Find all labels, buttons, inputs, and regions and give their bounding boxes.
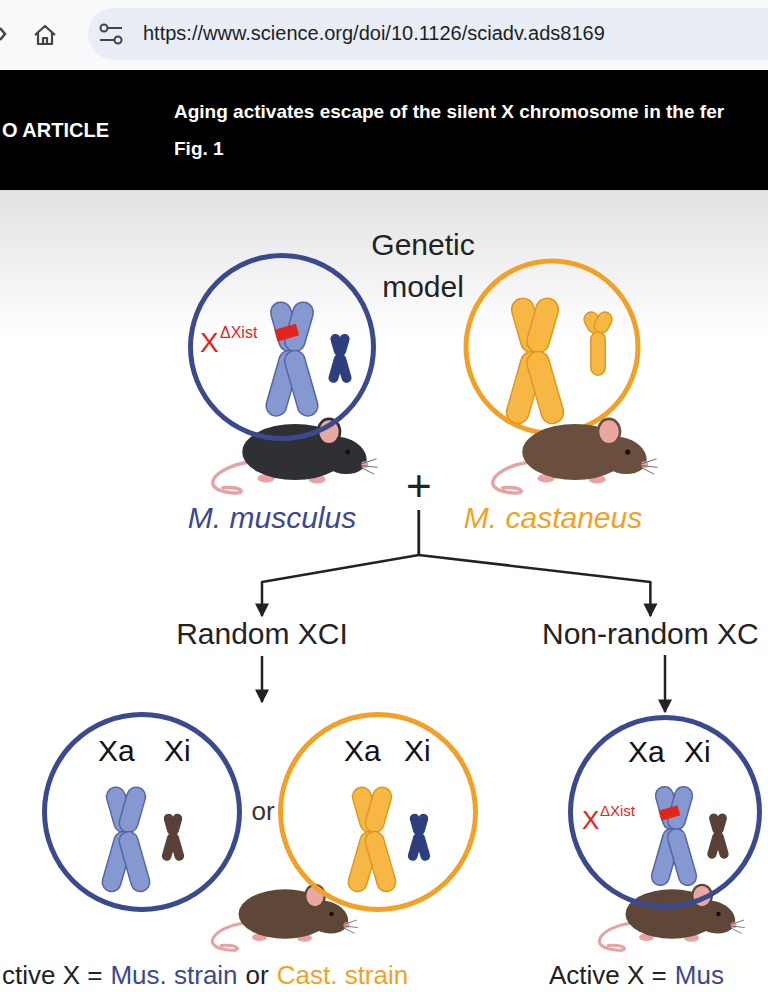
chromosome-arm bbox=[524, 349, 566, 426]
chromosome-arm bbox=[117, 785, 148, 835]
branch-label: Non-random XC bbox=[542, 619, 759, 649]
home-icon bbox=[35, 26, 55, 44]
header-fade bbox=[0, 190, 768, 340]
site-settings-icon bbox=[115, 37, 122, 44]
circle-outline bbox=[571, 718, 760, 907]
connector-arrow bbox=[664, 655, 667, 712]
genotype-circle: Xa Xi bbox=[278, 712, 478, 912]
xist-deletion-band bbox=[274, 324, 299, 342]
x-chromosome bbox=[162, 813, 185, 860]
mouse-figure bbox=[493, 419, 658, 493]
mouse-eye bbox=[345, 449, 350, 454]
mouse-figure bbox=[213, 419, 378, 493]
chromosome-arm bbox=[415, 833, 430, 861]
allele-label: ΔXist bbox=[600, 803, 635, 818]
x-chromosome bbox=[100, 785, 152, 894]
figure-number: Fig. 1 bbox=[174, 139, 224, 158]
section-tab: O ARTICLE bbox=[2, 120, 109, 140]
chromosome-state-label: Xa bbox=[344, 736, 381, 766]
chromosome-arm bbox=[169, 833, 184, 861]
mouse-tail bbox=[599, 923, 630, 950]
caption-text: Active X = bbox=[549, 962, 667, 988]
chromosome-arm bbox=[117, 829, 152, 893]
article-header-bar bbox=[0, 70, 768, 190]
chromosome-arm bbox=[169, 813, 182, 835]
xist-deletion-band bbox=[659, 805, 681, 820]
chromosome-arm bbox=[591, 332, 605, 375]
chromosome-state-label: Xa bbox=[628, 737, 665, 767]
mouse-whiskers bbox=[360, 459, 377, 474]
x-chromosome bbox=[504, 296, 566, 427]
mouse-whiskers bbox=[343, 920, 358, 934]
plus-sign: + bbox=[406, 464, 432, 508]
or-text: or bbox=[251, 798, 274, 824]
chromosome-arm bbox=[336, 354, 352, 383]
genotype-circle: XΔXist bbox=[188, 253, 376, 441]
mouse-eye bbox=[329, 912, 334, 917]
x-chromosome bbox=[264, 300, 321, 419]
caption-text: or bbox=[246, 962, 269, 988]
mouse-eye bbox=[716, 912, 721, 917]
chromosome-arm bbox=[336, 334, 350, 357]
mouse-whiskers bbox=[730, 920, 745, 934]
mouse-eye bbox=[625, 449, 630, 454]
circle-outline bbox=[281, 715, 476, 910]
chromosome-arm bbox=[282, 348, 320, 418]
circle-outline bbox=[45, 715, 240, 910]
mouse-ear bbox=[598, 419, 620, 445]
chromosome-arm bbox=[524, 296, 561, 355]
chromosome-arm bbox=[666, 827, 699, 888]
mouse-whiskers bbox=[640, 459, 657, 474]
caption-strain: Mus. strain bbox=[110, 962, 237, 988]
chromosome-state-label: Xi bbox=[684, 737, 711, 767]
caption-strain: Mus bbox=[675, 962, 724, 988]
species-label: M. castaneus bbox=[464, 503, 642, 533]
allele-label: X bbox=[582, 807, 599, 833]
site-settings-icon bbox=[101, 25, 108, 32]
chromosome-state-label: Xi bbox=[164, 736, 191, 766]
article-title: Aging activates escape of the silent X c… bbox=[174, 102, 724, 121]
caption-text: ctive X = bbox=[2, 962, 102, 988]
branch-label: Random XCI bbox=[176, 619, 348, 649]
chromosome-arm bbox=[714, 832, 729, 859]
chromosome-arm bbox=[714, 813, 727, 834]
x-chromosome bbox=[346, 785, 398, 894]
y-chromosome bbox=[582, 310, 615, 376]
circle-outline bbox=[191, 256, 374, 439]
chromosome-state-label: Xi bbox=[404, 736, 431, 766]
branch-label: Non-random XC bbox=[542, 619, 759, 649]
address-pill bbox=[88, 8, 768, 60]
site-settings-icon bbox=[100, 28, 122, 40]
x-chromosome bbox=[408, 813, 431, 860]
down-arrow bbox=[261, 656, 264, 702]
chromosome-state-label: Xa bbox=[98, 736, 135, 766]
x-chromosome bbox=[649, 785, 698, 888]
mouse-figure bbox=[212, 885, 357, 950]
allele-label: X bbox=[200, 329, 219, 357]
url-text: https://www.science.org/doi/10.1126/scia… bbox=[143, 23, 605, 43]
plus-sign: + bbox=[406, 464, 432, 508]
parent-circle bbox=[466, 261, 638, 433]
mouse-tail bbox=[212, 923, 243, 950]
mouse-tail bbox=[493, 462, 529, 493]
genotype-circle: Xa XiXΔXist bbox=[568, 715, 762, 909]
mouse-tail bbox=[213, 462, 249, 493]
x-chromosome bbox=[707, 813, 729, 858]
species-label: M. musculus bbox=[188, 503, 356, 533]
circle-outline-svg bbox=[42, 712, 242, 912]
back-icon bbox=[0, 28, 5, 40]
x-chromosome bbox=[328, 334, 352, 383]
allele-label: ΔXist bbox=[220, 325, 257, 341]
caption-strain: Cast. strain bbox=[277, 962, 409, 988]
chromosome-arm bbox=[363, 829, 398, 893]
chromosome-arm bbox=[363, 785, 394, 835]
chromosome-arm bbox=[415, 813, 428, 835]
branch-label: Random XCI bbox=[176, 619, 348, 649]
genotype-circle: Xa Xi bbox=[42, 712, 242, 912]
chromosome-arm bbox=[592, 310, 615, 336]
diagram-heading: Genetic model bbox=[338, 224, 508, 308]
